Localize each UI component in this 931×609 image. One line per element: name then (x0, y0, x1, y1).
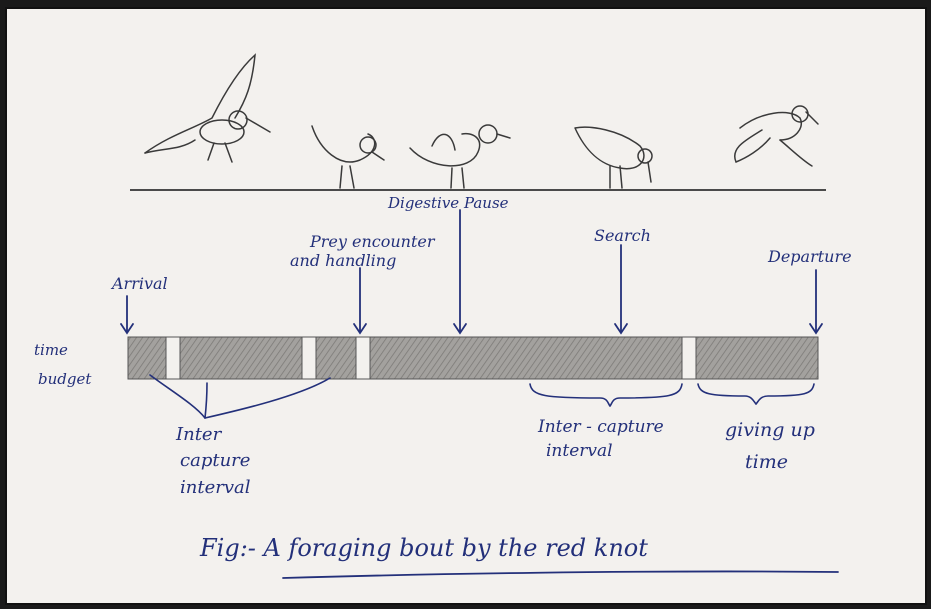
inter-capture-right-2: interval (546, 441, 613, 461)
bar-gap (165, 336, 181, 380)
bar-segment-handling (315, 336, 357, 380)
pecking-bird (311, 125, 385, 189)
paper-sheet (5, 7, 927, 605)
search-label: Search (594, 226, 651, 245)
bar-gap (681, 336, 697, 380)
brace-lines (529, 383, 815, 408)
brace-giving-up (697, 383, 815, 406)
handling-label: and handling (290, 251, 396, 270)
departure-label: Departure (767, 247, 852, 266)
flying-landing-bird (144, 53, 271, 163)
digestive-pause-label: Digestive Pause (387, 194, 509, 212)
arrival-label: Arrival (110, 274, 168, 293)
bar-segment-arrival (127, 336, 167, 380)
bar-gap (355, 336, 371, 380)
inter-capture-right-1: Inter - capture (537, 417, 664, 437)
time-budget-label-2: budget (38, 370, 92, 388)
resting-bird (409, 124, 511, 189)
label-arrows (120, 209, 823, 335)
time-budget-label-1: time (34, 341, 68, 359)
caption-underline (282, 570, 839, 579)
departing-bird (733, 105, 819, 167)
bar-segment-digestive-search (369, 336, 683, 380)
brace-inter-capture (529, 383, 683, 408)
inter-capture-left-3: interval (180, 477, 251, 498)
probing-bird (574, 126, 653, 189)
bar-segment-giving-up (695, 336, 819, 380)
bar-segment-searching (179, 336, 303, 380)
giving-up-2: time (745, 451, 788, 473)
inter-capture-left-1: Inter (175, 424, 223, 445)
bar-gap (301, 336, 317, 380)
giving-up-1: giving up (725, 419, 815, 441)
figure-caption: Fig:- A foraging bout by the red knot (199, 534, 648, 562)
inter-capture-left-2: capture (180, 450, 250, 471)
prey-encounter-label: Prey encounter (309, 232, 436, 251)
inter-capture-pointers (149, 374, 331, 419)
time-budget-bar (127, 336, 819, 380)
